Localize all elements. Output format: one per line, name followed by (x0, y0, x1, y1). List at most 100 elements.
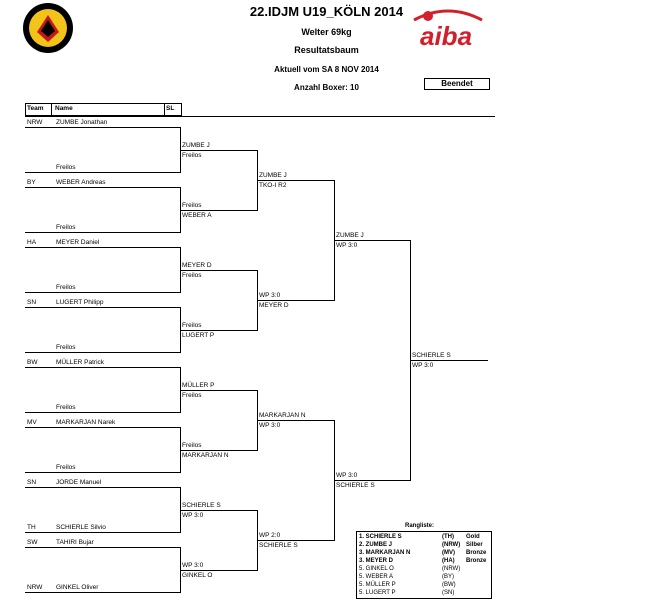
round3-bottom: WP 3:0 (259, 422, 281, 429)
ranking-team: (SN) (442, 590, 455, 596)
round2-line (180, 450, 257, 451)
round4-top: ZUMBE J (336, 232, 364, 239)
ranking-name: 5. MÜLLER P (359, 582, 396, 588)
round1-name: Freilos (56, 224, 76, 231)
aiba-logo-text: aiba (420, 21, 473, 51)
round1-team: HA (27, 239, 37, 246)
ranking-medal: Bronze (466, 558, 487, 564)
round2-top: MEYER D (182, 262, 212, 269)
round1-line (25, 412, 180, 413)
status-badge-label: Beendet (441, 79, 473, 88)
round2-bottom: WP 3:0 (182, 512, 204, 519)
ranking-name: 1. SCHIERLE S (359, 534, 402, 540)
round1-name: WEBER Andreas (56, 179, 106, 186)
round1-line (25, 592, 180, 593)
round2-bottom: LUGERT P (182, 332, 215, 339)
round3-bottom: TKO-I R2 (259, 182, 287, 189)
round3-line (257, 300, 334, 301)
round4-bottom: SCHIERLE S (336, 482, 375, 489)
ranking-medal: Silber (466, 542, 483, 548)
final-line (410, 360, 488, 361)
round1-line (25, 367, 180, 368)
round1-line (25, 547, 180, 548)
round1-name: Freilos (56, 404, 76, 411)
ranking-team: (NRW) (442, 542, 461, 548)
round4-bottom: WP 3:0 (336, 242, 358, 249)
round2-top: ZUMBE J (182, 142, 210, 149)
round2-bottom: Freilos (182, 392, 202, 399)
round4-top: WP 3:0 (336, 472, 358, 479)
round1-name: SCHIERLE Silvio (56, 524, 106, 531)
round2-bottom: Freilos (182, 272, 202, 279)
round2-top: Freilos (182, 442, 202, 449)
round2-top: Freilos (182, 202, 202, 209)
ranking-name: 3. MEYER D (359, 558, 394, 564)
column-name: Name (55, 105, 73, 112)
round1-name: JORDE Manuel (56, 479, 102, 486)
round1-team: TH (27, 524, 36, 531)
round1-name: Freilos (56, 344, 76, 351)
round3-top: WP 2:0 (259, 532, 281, 539)
round1-team: MV (27, 419, 37, 426)
round1-line (25, 127, 180, 128)
ranking-box (356, 531, 492, 599)
round1-name: MARKARJAN Narek (56, 419, 116, 426)
round2-line (180, 210, 257, 211)
round2-line (180, 330, 257, 331)
column-divider (164, 104, 165, 115)
column-divider (51, 104, 52, 115)
round1-line (25, 487, 180, 488)
round2-top: MÜLLER P (182, 382, 215, 389)
column-sl: SL (166, 105, 175, 112)
round3-line (257, 420, 334, 421)
round1-team: SN (27, 299, 37, 306)
final-result: WP 3:0 (412, 362, 434, 369)
weight-class: Welter 69kg (301, 27, 352, 37)
ranking-team: (MV) (442, 550, 455, 556)
date-line: Aktuell vom SA 8 NOV 2014 (274, 65, 379, 74)
header-rule (25, 116, 495, 117)
round1-team: SN (27, 479, 37, 486)
round2-line (180, 270, 257, 271)
round1-name: TAHIRI Bujar (56, 539, 94, 546)
ranking-name: 3. MARKARJAN N (359, 550, 411, 556)
ranking-team: (TH) (442, 534, 454, 540)
round1-name: LUGERT Philipp (56, 299, 104, 306)
round1-team: NRW (27, 584, 43, 591)
round1-line (25, 427, 180, 428)
aiba-logo: aiba (408, 6, 488, 52)
ranking-team: (HA) (442, 558, 455, 564)
round1-name: Freilos (56, 464, 76, 471)
ranking-title: Rangliste: (405, 523, 435, 529)
round1-line (25, 232, 180, 233)
round1-line (25, 187, 180, 188)
final-winner: SCHIERLE S (412, 352, 451, 359)
round1-line (25, 352, 180, 353)
round3-top: MARKARJAN N (259, 412, 306, 419)
round1-name: Freilos (56, 284, 76, 291)
round2-top: SCHIERLE S (182, 502, 221, 509)
round1-name: ZUMBE Jonathan (56, 119, 108, 126)
round2-bottom: GINKEL O (182, 572, 213, 579)
round1-team: BY (27, 179, 36, 186)
round2-bottom: MARKARJAN N (182, 452, 229, 459)
round3-top: WP 3:0 (259, 292, 281, 299)
round1-team: BW (27, 359, 38, 366)
column-team: Team (27, 105, 44, 112)
round1-team: NRW (27, 119, 43, 126)
round3-top: ZUMBE J (259, 172, 287, 179)
round2-line (180, 570, 257, 571)
status-badge: Beendet (424, 78, 490, 90)
round2-top: Freilos (182, 322, 202, 329)
ranking-name: 5. LUGERT P (359, 590, 396, 596)
round4-line (334, 480, 410, 481)
round3-bottom: SCHIERLE S (259, 542, 298, 549)
ranking-team: (BY) (442, 574, 454, 580)
round1-line (25, 307, 180, 308)
ranking-medal: Gold (466, 534, 480, 540)
round1-line (25, 472, 180, 473)
round3-bottom: MEYER D (259, 302, 289, 309)
boxer-count: Anzahl Boxer: 10 (294, 83, 359, 92)
round1-team: SW (27, 539, 38, 546)
round4-line (334, 240, 410, 241)
